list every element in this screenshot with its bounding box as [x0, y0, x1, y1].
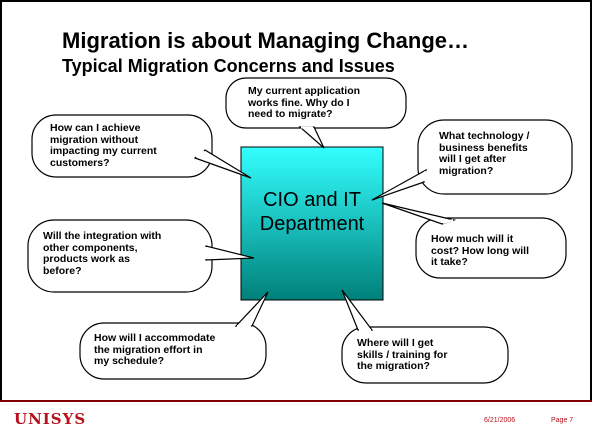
cio-department-box [240, 146, 384, 301]
callout-text-middle-right: How much will it cost? How long will it … [431, 233, 529, 268]
slide-subtitle: Typical Migration Concerns and Issues [62, 56, 395, 76]
callout-text-upper-right: What technology / business benefits will… [439, 130, 530, 177]
callout-text-middle-left: Will the integration with other componen… [43, 230, 162, 277]
slide-border-top [0, 0, 592, 2]
callout-bubble-bottom-left [79, 291, 269, 380]
footer-rule [0, 400, 592, 402]
callout-text-bottom-left: How will I accommodate the migration eff… [94, 332, 216, 367]
slide-border-left [0, 0, 2, 400]
cio-department-line-2: Department [259, 213, 365, 235]
footer-page-number: Page 7 [551, 417, 574, 424]
callout-bubble-top [225, 77, 407, 149]
slide-border-right [590, 0, 592, 400]
callout-bubble-middle-right [381, 202, 567, 279]
callout-text-upper-left: How can I achieve migration without impa… [50, 122, 157, 169]
callout-bubble-bottom-right [341, 289, 509, 384]
cio-department-line-1: CIO and IT [263, 189, 361, 211]
slide-title: Migration is about Managing Change… [62, 28, 469, 53]
callout-bubble-middle-left [27, 219, 255, 293]
cio-department-label: CIO and IT Department [240, 188, 384, 236]
callout-bubble-upper-left [31, 114, 252, 179]
callout-text-bottom-right: Where will I get skills / training for t… [357, 337, 448, 372]
callout-text-top: My current application works fine. Why d… [248, 85, 361, 120]
footer-date: 6/21/2006 [484, 417, 516, 424]
callout-bubble-upper-right [371, 119, 573, 201]
unisys-logo: UNISYS [14, 410, 87, 428]
